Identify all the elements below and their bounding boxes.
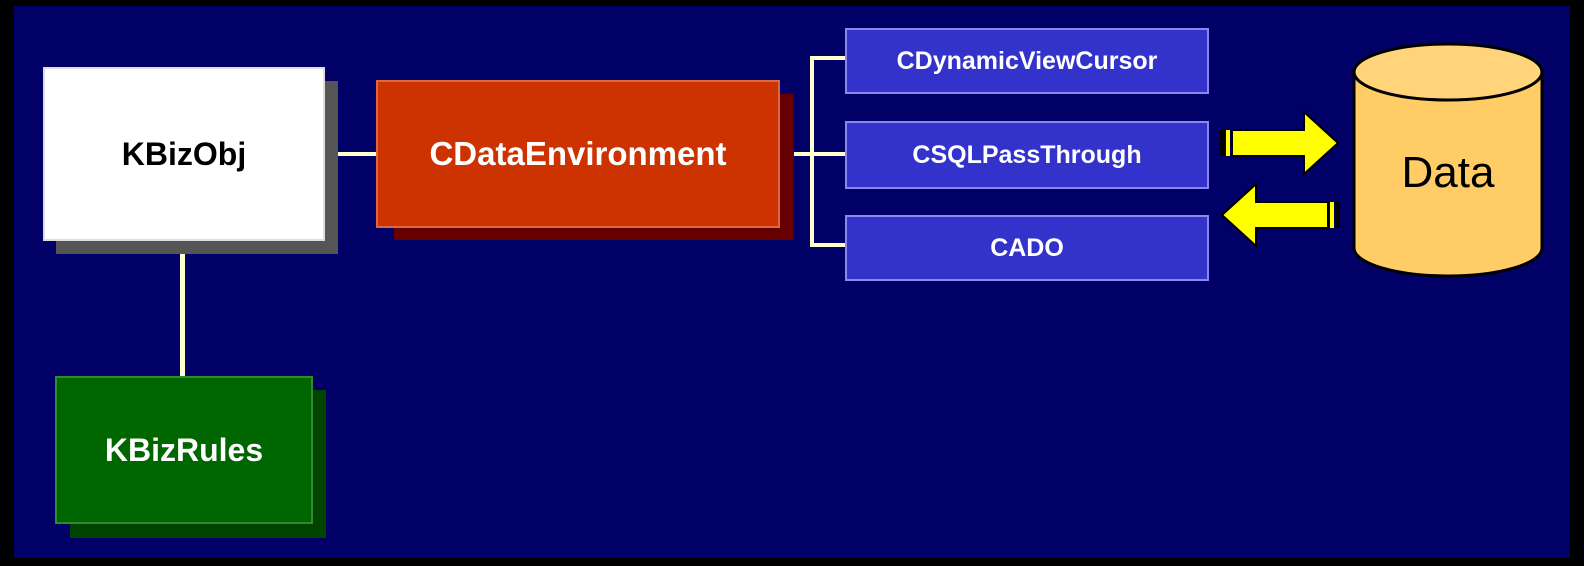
csqlpassthrough-box: CSQLPassThrough	[845, 121, 1209, 189]
cdataenvironment-label: CDataEnvironment	[429, 135, 727, 172]
arrow-right-icon	[1220, 109, 1340, 177]
connector-cdataenvironment-bus	[780, 152, 850, 156]
connector-vertical-bus	[810, 56, 814, 246]
arrow-left-icon	[1220, 181, 1340, 249]
connector-kbizobj-kbizrules	[180, 238, 185, 378]
data-label: Data	[1401, 148, 1495, 197]
kbizrules-box: KBizRules	[55, 376, 313, 524]
kbizobj-box: KBizObj	[43, 67, 325, 241]
kbizrules-label: KBizRules	[104, 431, 264, 468]
cdynamicviewcursor-label: CDynamicViewCursor	[896, 46, 1158, 75]
connector-to-cdynamicviewcursor	[810, 56, 846, 60]
kbizobj-label: KBizObj	[121, 135, 247, 172]
csqlpassthrough-label: CSQLPassThrough	[912, 140, 1142, 169]
cdataenvironment-box: CDataEnvironment	[376, 80, 780, 228]
cado-box: CADO	[845, 215, 1209, 281]
cdynamicviewcursor-box: CDynamicViewCursor	[845, 28, 1209, 94]
diagram-canvas: KBizObj CDataEnvironment KBizRules CDyna…	[14, 6, 1570, 558]
connector-kbizobj-cdataenvironment	[324, 152, 380, 156]
database-cylinder-icon	[1352, 42, 1544, 278]
connector-to-cado	[810, 243, 846, 247]
cado-label: CADO	[990, 233, 1064, 262]
